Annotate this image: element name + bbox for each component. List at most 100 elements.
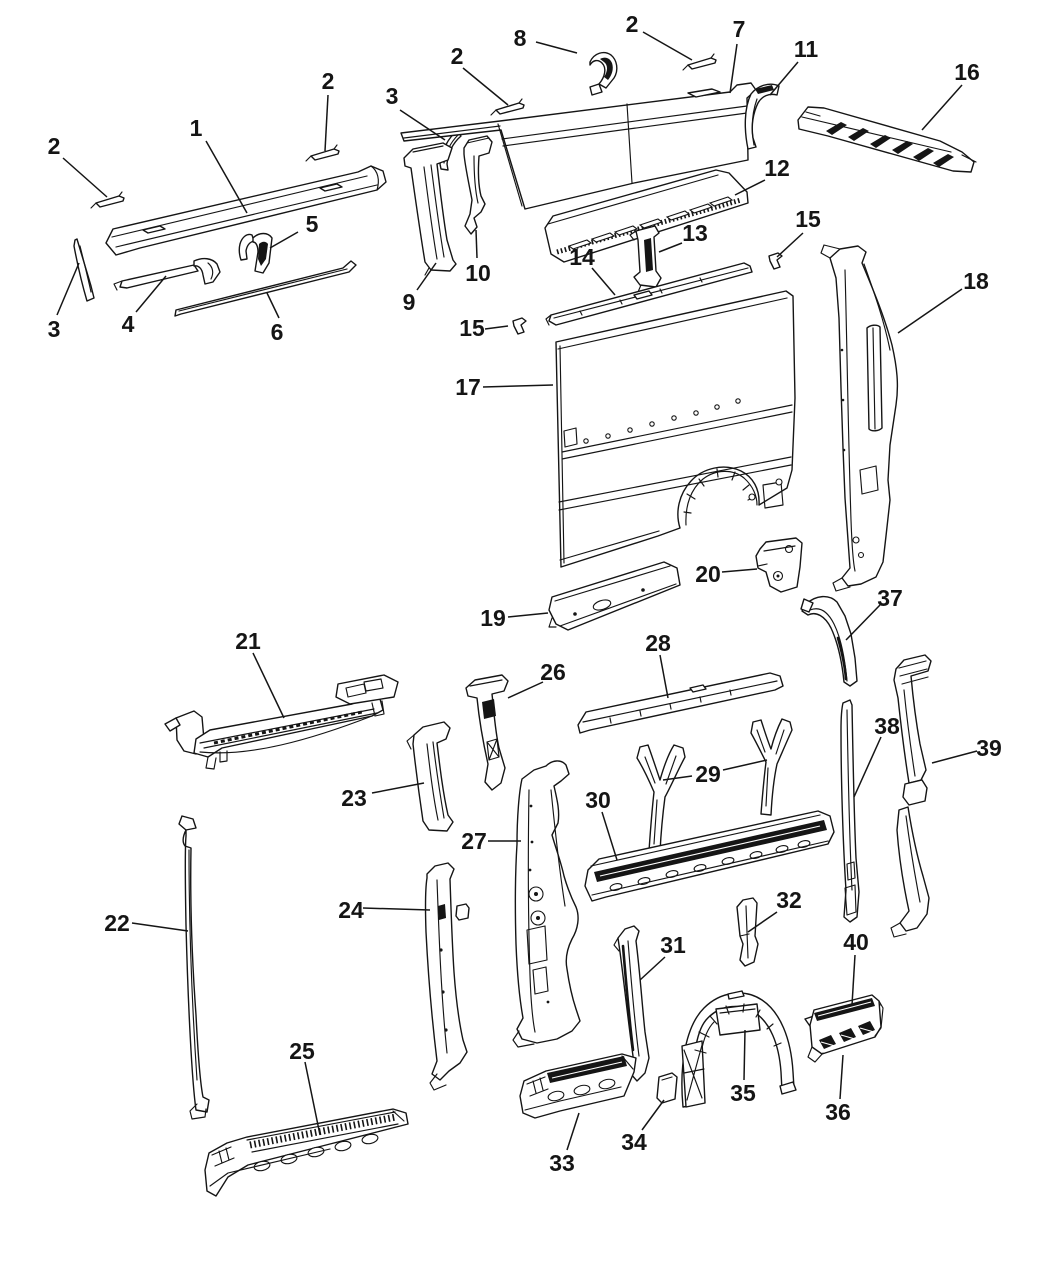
callout-34: 34 bbox=[621, 1129, 647, 1155]
callout-37: 37 bbox=[877, 585, 903, 611]
leader-line-21 bbox=[252, 652, 285, 719]
callout-22: 22 bbox=[104, 910, 130, 936]
leader-line-14 bbox=[591, 267, 616, 296]
leader-line-15 bbox=[484, 325, 509, 330]
leader-line-25 bbox=[304, 1061, 321, 1136]
leader-line-4 bbox=[135, 275, 167, 313]
part-27-b-pillar-assembly bbox=[512, 760, 581, 1048]
callout-28: 28 bbox=[645, 630, 671, 656]
callout-layer: 1222233456789101112131415151617181920212… bbox=[48, 11, 1002, 1176]
leader-line-33 bbox=[566, 1112, 580, 1151]
callout-2: 2 bbox=[626, 11, 639, 37]
callout-24: 24 bbox=[338, 897, 364, 923]
callout-27: 27 bbox=[461, 828, 487, 854]
callout-32: 32 bbox=[776, 887, 802, 913]
callout-2: 2 bbox=[322, 68, 335, 94]
callout-17: 17 bbox=[455, 374, 481, 400]
part-29-fork-pillar bbox=[750, 718, 793, 816]
leader-line-22 bbox=[131, 922, 189, 932]
part-28-belt-rail bbox=[577, 672, 784, 734]
part-2-clip bbox=[90, 191, 125, 209]
callout-23: 23 bbox=[341, 785, 367, 811]
part-37-upper-corner-rail bbox=[800, 595, 858, 687]
leader-line-2 bbox=[324, 94, 329, 152]
callout-8: 8 bbox=[514, 25, 527, 51]
callout-2: 2 bbox=[451, 43, 464, 69]
callout-15: 15 bbox=[795, 206, 821, 232]
part-9-pillar-reinforcement bbox=[403, 142, 457, 276]
leader-line-2 bbox=[62, 157, 108, 198]
part-25-rocker-sill bbox=[204, 1108, 409, 1197]
leader-line-35 bbox=[743, 1029, 746, 1081]
leader-line-7 bbox=[729, 43, 738, 94]
callout-14: 14 bbox=[569, 244, 595, 270]
callout-33: 33 bbox=[549, 1150, 575, 1176]
leader-line-2 bbox=[462, 67, 509, 106]
leader-line-2 bbox=[642, 31, 693, 61]
callout-20: 20 bbox=[695, 561, 721, 587]
leader-line-16 bbox=[921, 84, 963, 131]
leader-line-13 bbox=[658, 242, 683, 253]
leader-line-37 bbox=[845, 604, 881, 641]
part-19-lower-panel-strip bbox=[548, 561, 681, 631]
leader-line-9 bbox=[416, 262, 437, 291]
leader-line-15 bbox=[776, 232, 804, 258]
leader-line-36 bbox=[839, 1054, 844, 1100]
part-38-rear-channel-strip bbox=[840, 699, 860, 923]
part-12-louvered-header-panel bbox=[544, 169, 749, 263]
leader-line-23 bbox=[371, 782, 425, 794]
part-14-waist-rail bbox=[545, 262, 753, 326]
leader-line-1 bbox=[205, 140, 248, 214]
part-26-pillar-bracket bbox=[465, 674, 509, 791]
callout-26: 26 bbox=[540, 659, 566, 685]
callout-38: 38 bbox=[874, 713, 900, 739]
callout-5: 5 bbox=[306, 211, 319, 237]
leader-line-19 bbox=[507, 612, 549, 618]
callout-36: 36 bbox=[825, 1099, 851, 1125]
leader-line-24 bbox=[362, 907, 431, 911]
callout-3: 3 bbox=[386, 83, 399, 109]
leader-line-31 bbox=[639, 956, 666, 981]
callout-40: 40 bbox=[843, 929, 869, 955]
leader-line-32 bbox=[747, 911, 778, 933]
part-36-louvered-closeout-panel bbox=[804, 994, 884, 1063]
part-15-clip bbox=[768, 252, 783, 270]
callout-13: 13 bbox=[682, 220, 708, 246]
part-15-clip bbox=[512, 317, 527, 335]
leader-line-28 bbox=[659, 654, 669, 699]
part-23-pillar-section bbox=[406, 721, 454, 832]
leader-line-17 bbox=[482, 384, 554, 388]
callout-30: 30 bbox=[585, 787, 611, 813]
leader-line-20 bbox=[721, 568, 758, 573]
callout-11: 11 bbox=[794, 36, 819, 62]
part-24-sill-pillar bbox=[424, 862, 470, 1091]
part-8-hinge-bracket bbox=[589, 51, 618, 96]
callout-1: 1 bbox=[190, 115, 203, 141]
leader-line-38 bbox=[853, 736, 882, 798]
callout-35: 35 bbox=[730, 1080, 756, 1106]
callout-25: 25 bbox=[289, 1038, 315, 1064]
leader-line-29 bbox=[662, 775, 693, 781]
part-10-pillar-stiffener bbox=[463, 135, 493, 235]
part-30-sill-reinforcement bbox=[584, 810, 835, 902]
callout-29: 29 bbox=[695, 761, 721, 787]
callout-39: 39 bbox=[976, 735, 1002, 761]
callout-10: 10 bbox=[465, 260, 491, 286]
leader-line-39 bbox=[931, 750, 978, 764]
leader-line-29 bbox=[722, 759, 768, 771]
part-3-filler-strip bbox=[73, 238, 95, 302]
part-7-upper-side-panel bbox=[400, 82, 757, 210]
callout-21: 21 bbox=[235, 628, 261, 654]
part-33-rocker-section bbox=[519, 1053, 637, 1119]
leader-line-34 bbox=[641, 1099, 665, 1131]
leader-line-26 bbox=[507, 681, 544, 699]
part-6-rail-strip bbox=[174, 260, 357, 317]
leader-line-5 bbox=[269, 231, 299, 249]
part-20-latch-bracket bbox=[755, 537, 803, 593]
part-2-clip bbox=[305, 144, 340, 162]
part-31-pillar-stiffener bbox=[613, 925, 650, 1082]
leader-line-6 bbox=[266, 292, 280, 319]
part-17-quarter-panel bbox=[555, 290, 796, 568]
callout-4: 4 bbox=[122, 311, 135, 337]
